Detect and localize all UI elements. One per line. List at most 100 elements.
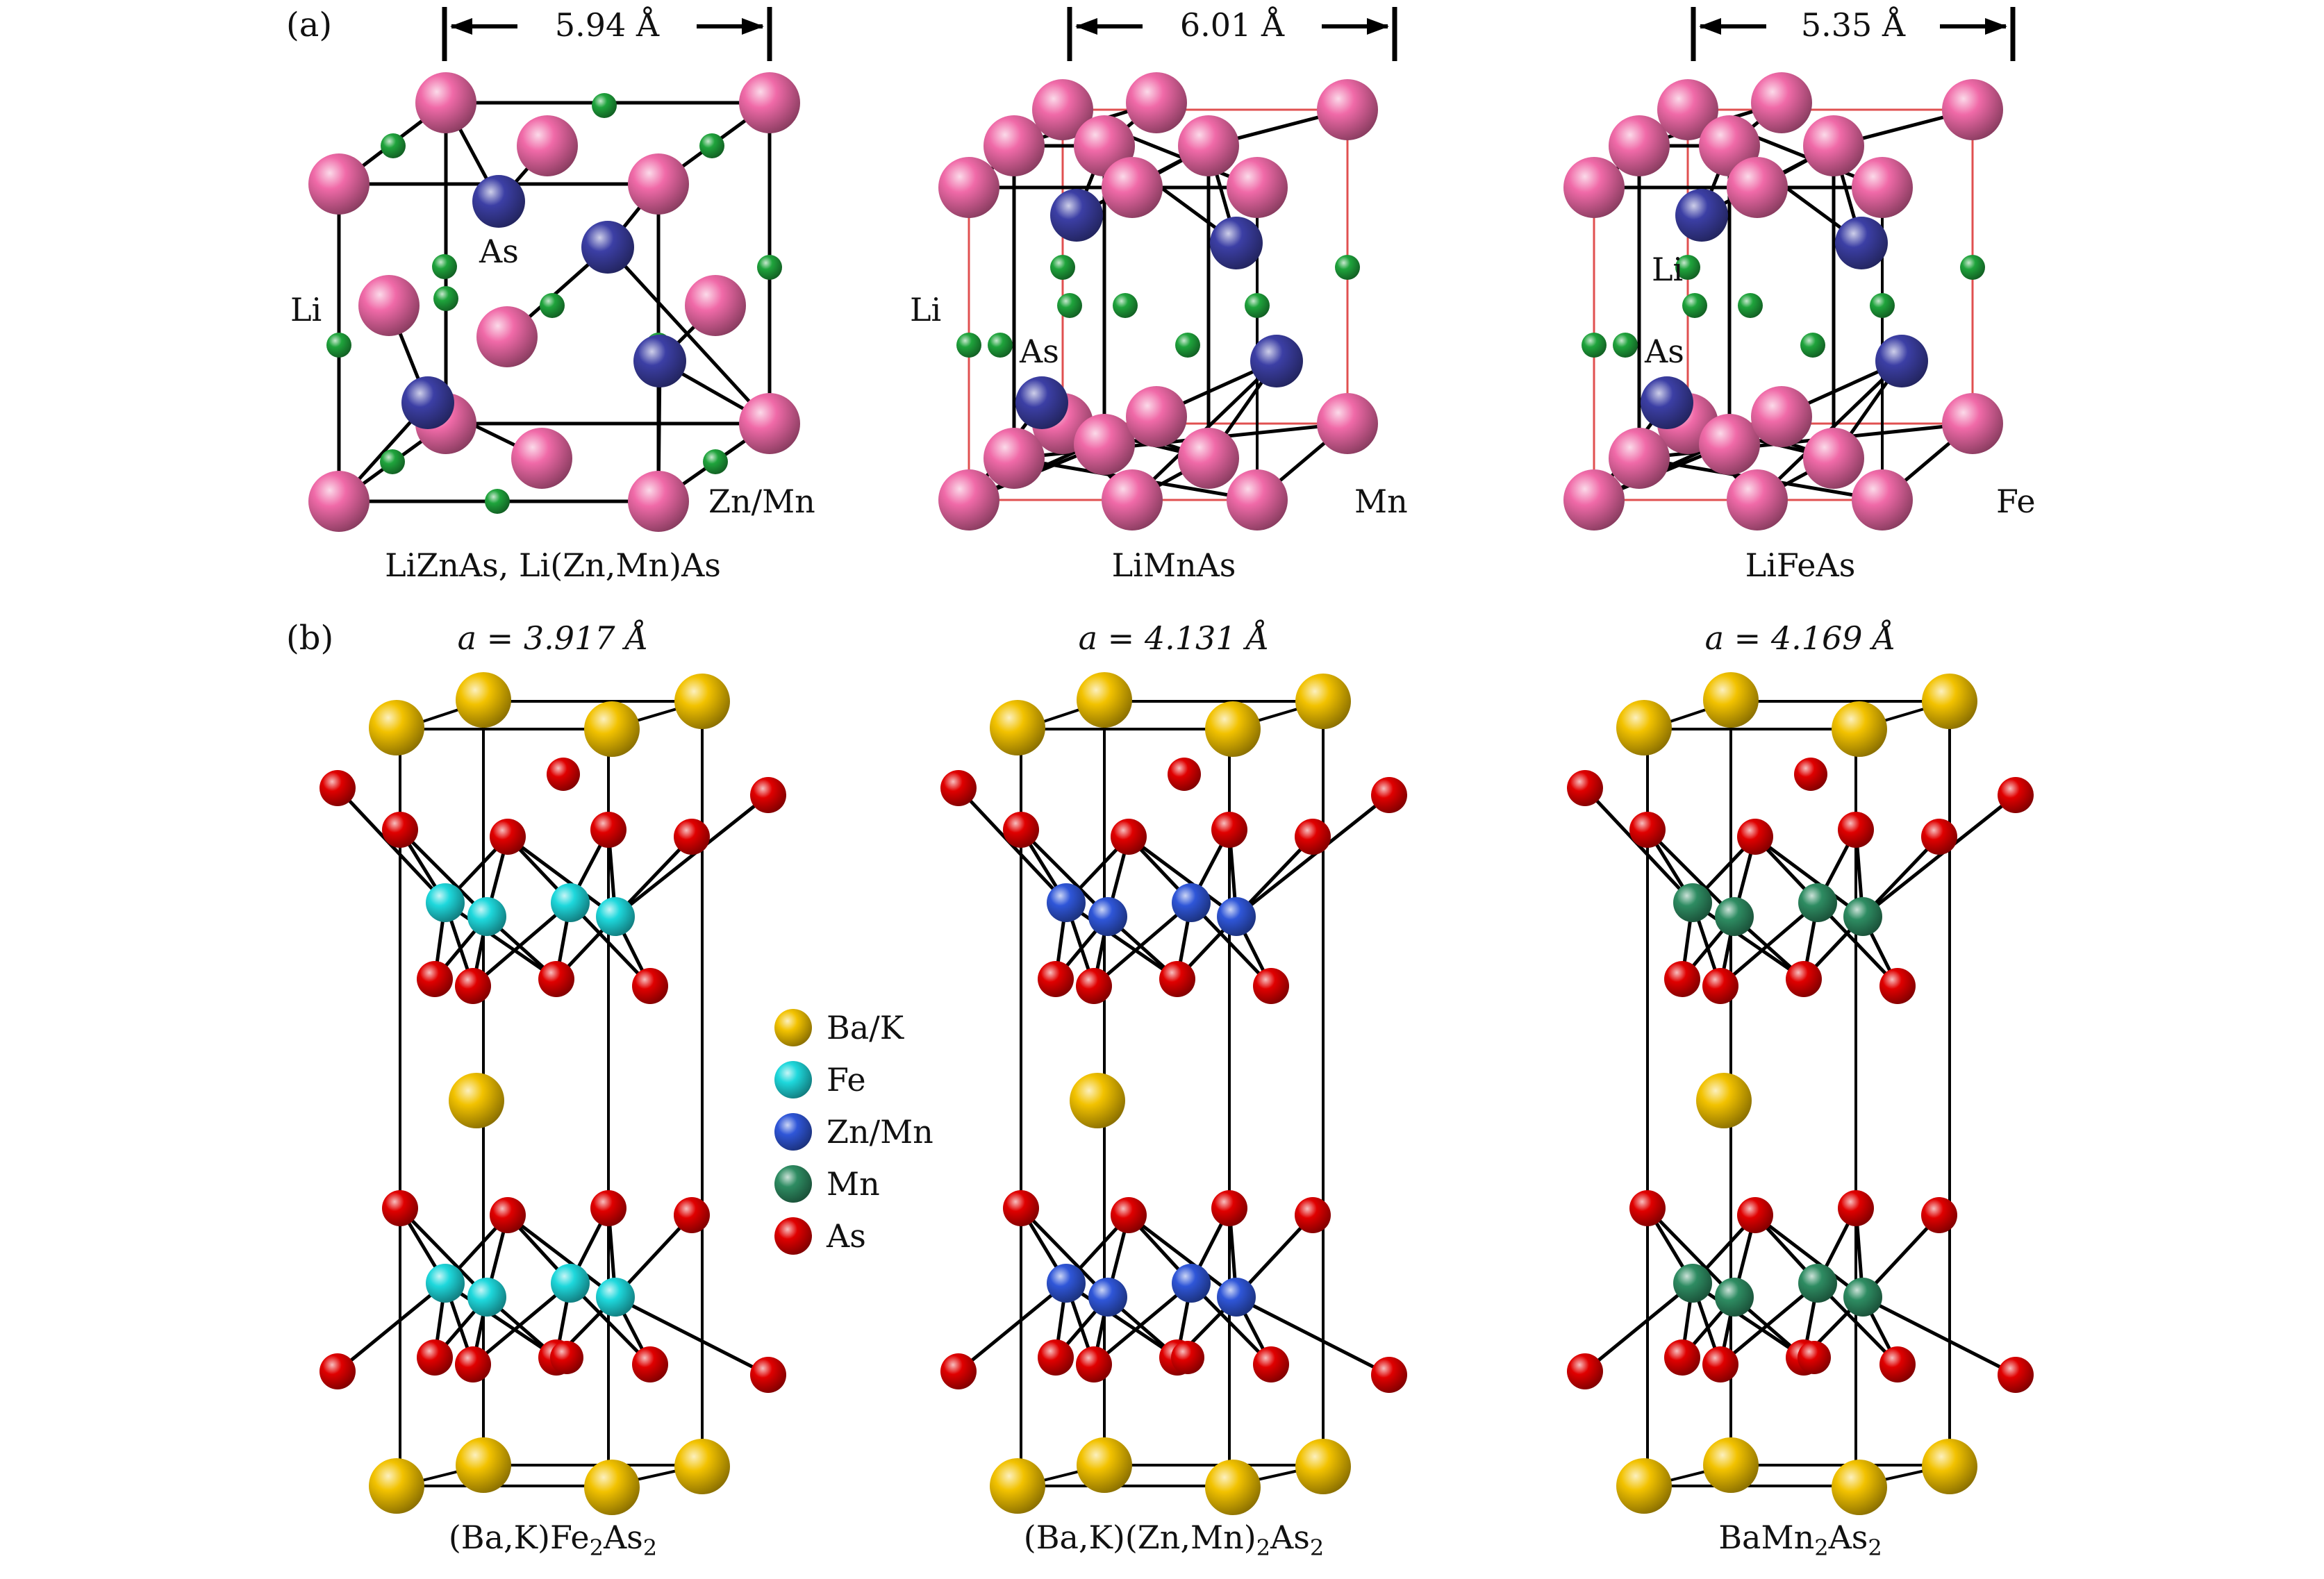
atom-label-li: Li: [910, 291, 941, 328]
zn-mn-atom: [628, 153, 689, 215]
transition-metal-atom: [1727, 469, 1788, 530]
legend-swatch: [774, 1009, 812, 1046]
legend-label: As: [826, 1217, 866, 1255]
transition-metal-atom: [1178, 115, 1239, 176]
as-atom: [1003, 1190, 1039, 1226]
legend-label: Fe: [827, 1061, 866, 1098]
bond-line: [398, 1206, 489, 1299]
transition-metal-atom: [1178, 428, 1239, 489]
ba-k-atom: [1205, 1460, 1261, 1515]
transition-metal-atom: [1852, 157, 1913, 218]
ba-k-atom: [1205, 701, 1261, 757]
transition-metal-atom: [1047, 883, 1086, 922]
as-atom: [401, 376, 454, 429]
transition-metal-atom: [1798, 1264, 1837, 1303]
lattice-parameter-label: a = 4.169 Å: [1705, 619, 1896, 657]
as-atom: [1076, 968, 1112, 1004]
li-atom: [1057, 293, 1082, 318]
as-atom: [1737, 1197, 1773, 1233]
structure-caption: LiMnAs: [1112, 546, 1236, 584]
transition-metal-atom: [1102, 157, 1163, 218]
transition-metal-atom: [551, 1264, 590, 1303]
li-atom: [1960, 255, 1985, 280]
li-atom: [699, 133, 724, 158]
as-atom: [1664, 961, 1700, 997]
bond-line: [1691, 901, 1806, 981]
as-atom: [1038, 1339, 1074, 1376]
as-atom: [1838, 1190, 1874, 1226]
as-atom: [590, 1190, 626, 1226]
as-atom: [1253, 1346, 1289, 1382]
atom-label-as: As: [1644, 333, 1684, 370]
zn-mn-atom: [308, 471, 370, 532]
li-atom: [1175, 333, 1200, 358]
as-atom: [1629, 1190, 1666, 1226]
as-atom: [1295, 819, 1331, 855]
transition-metal-atom: [1852, 469, 1913, 530]
as-atom: [1835, 217, 1888, 269]
transition-metal-atom: [1317, 79, 1378, 140]
ba-k-atom: [1703, 672, 1759, 728]
li-atom: [540, 293, 565, 318]
bond-line: [1064, 901, 1179, 981]
li-atom: [1675, 255, 1700, 280]
ba-k-atom: [1077, 672, 1132, 728]
transition-metal-atom: [596, 1278, 635, 1317]
legend-swatch: [774, 1113, 812, 1151]
as-atom: [1629, 812, 1666, 848]
bond-line: [956, 1281, 1068, 1373]
bond-line: [1645, 1206, 1736, 1299]
bond-line: [443, 1281, 558, 1360]
zn-mn-atom: [511, 428, 572, 489]
legend-swatch: [774, 1061, 812, 1098]
transition-metal-atom: [1227, 157, 1288, 218]
atom-label-li: Li: [1652, 251, 1683, 288]
ba-k-atom: [1696, 1073, 1752, 1128]
ba-k-atom: [1832, 701, 1887, 757]
transition-metal-atom: [467, 1278, 506, 1317]
as-atom: [1675, 189, 1728, 242]
compound-caption: (Ba,K)Fe2As2: [449, 1519, 657, 1561]
lifeas-unit-cell: Li As Fe: [1563, 72, 2036, 530]
compound-caption: BaMn2As2: [1718, 1519, 1882, 1561]
ba-k-atom: [674, 1439, 730, 1494]
as-atom: [1921, 1197, 1957, 1233]
as-atom: [1998, 1357, 2034, 1393]
ba-k-atom: [584, 1460, 640, 1515]
transition-metal-atom: [1803, 428, 1864, 489]
as-atom: [1168, 758, 1201, 791]
bond-line: [606, 245, 772, 426]
ba-k-atom: [1077, 1437, 1132, 1493]
transition-metal-atom: [426, 1264, 465, 1303]
li-atom: [956, 333, 981, 358]
li-atom: [380, 449, 405, 474]
as-atom: [1295, 1197, 1331, 1233]
as-atom: [1798, 1341, 1831, 1374]
panel-a-label: (a): [286, 6, 332, 44]
li-atom: [592, 93, 617, 118]
as-atom: [417, 1339, 453, 1376]
structure-caption: LiFeAs: [1745, 546, 1856, 584]
li-atom: [381, 133, 406, 158]
bond-line: [1583, 1281, 1695, 1373]
transition-metal-atom: [1088, 1278, 1127, 1317]
bond-line: [613, 1295, 770, 1377]
as-atom: [590, 812, 626, 848]
bond-line: [1753, 1213, 1865, 1299]
as-atom: [1076, 1346, 1112, 1382]
transition-metal-atom: [1751, 72, 1812, 133]
as-atom: [472, 175, 525, 228]
as-atom: [674, 819, 710, 855]
li-atom: [485, 489, 510, 514]
as-atom: [1111, 819, 1147, 855]
bond-line: [1019, 828, 1110, 919]
zn-mn-atom: [739, 393, 800, 454]
bond-line: [1127, 1213, 1238, 1299]
as-atom: [632, 968, 668, 1004]
as-atom: [455, 1346, 491, 1382]
limnas-unit-cell: Li As Mn: [910, 72, 1408, 530]
ba122-unit-cell-1: [319, 672, 786, 1515]
as-atom: [1250, 335, 1303, 387]
li-atom: [1682, 293, 1707, 318]
